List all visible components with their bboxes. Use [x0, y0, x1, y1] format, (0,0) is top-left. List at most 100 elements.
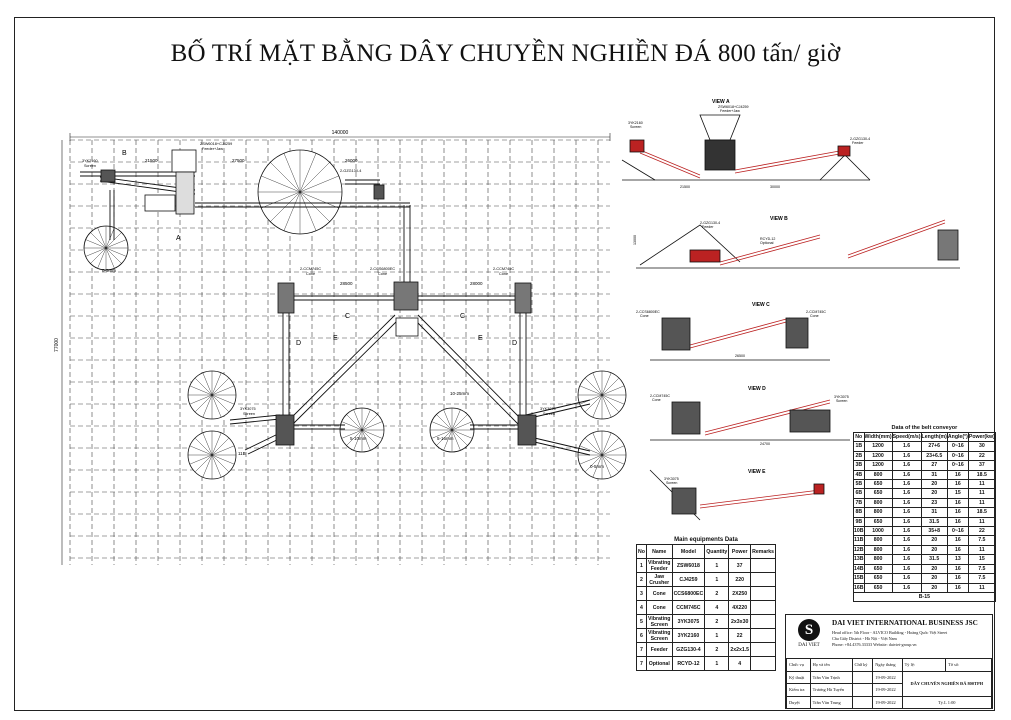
equipment-table-header: No Name Model Quantity Power Remarks	[636, 544, 776, 559]
overall-dimension-label: 140000	[332, 130, 349, 136]
height-dimension-label: 77000	[54, 338, 60, 352]
equipment-labels: 3YK2160 Screen ZSW6018+CJ4259 Feeder+Jaw…	[82, 142, 556, 416]
svg-text:28000: 28000	[470, 281, 483, 286]
svg-text:Screen: Screen	[84, 164, 96, 168]
svg-text:Feeder+Jaw: Feeder+Jaw	[720, 109, 740, 113]
svg-text:RCYD-12: RCYD-12	[760, 237, 775, 241]
svg-text:ZSW6018+CJ4259: ZSW6018+CJ4259	[718, 105, 748, 109]
svg-text:Screen: Screen	[543, 412, 555, 416]
svg-text:Screen: Screen	[836, 399, 847, 403]
svg-text:2-CCS6800EC: 2-CCS6800EC	[636, 310, 660, 314]
equipment-table: Main equipments Data No Name Model Quant…	[636, 537, 776, 671]
view-e-title: VIEW E	[748, 469, 766, 475]
approval-table: Chức vụ Họ và tên Chữ ký Ngày tháng Tỷ l…	[786, 658, 993, 709]
area-labels: A B C C D D E E	[122, 150, 517, 347]
svg-text:Optional: Optional	[760, 241, 774, 245]
svg-text:3YK3075: 3YK3075	[834, 395, 849, 399]
svg-text:E: E	[478, 335, 483, 342]
equipment-blocks	[100, 149, 537, 446]
svg-text:Screen: Screen	[243, 412, 255, 416]
company-address-2: Cầu Giấy District - Hà Nội - Việt Nam	[832, 636, 897, 641]
stockpiles	[83, 149, 627, 480]
svg-text:Feeder: Feeder	[852, 141, 864, 145]
view-titles: VIEW A VIEW B VIEW C VIEW D VIEW E	[712, 99, 788, 475]
drawing-title: BỐ TRÍ MẶT BẰNG DÂY CHUYỀN NGHIỀN ĐÁ 800…	[170, 40, 841, 67]
svg-text:11B: 11B	[238, 451, 246, 456]
svg-text:D: D	[512, 340, 517, 347]
svg-text:Cone: Cone	[306, 272, 315, 276]
view-b	[636, 219, 960, 269]
title-block-header: S DAI VIET DAI VIET INTERNATIONAL BUSINE…	[786, 615, 992, 659]
view-c	[650, 317, 830, 361]
belt-table-caption: Data of the belt conveyor	[891, 425, 958, 431]
view-labels: ZSW6018+CJ4259 Feeder+Jaw 3YK2160 Screen…	[628, 105, 870, 485]
svg-text:2-CCM745C: 2-CCM745C	[300, 267, 321, 271]
logo-mark-icon: S	[798, 619, 820, 641]
view-a-title: VIEW A	[712, 99, 730, 105]
svg-text:Feeder: Feeder	[702, 225, 714, 229]
drawing-frame	[14, 17, 995, 711]
svg-text:3YK3075: 3YK3075	[540, 407, 556, 411]
svg-text:5-10mm: 5-10mm	[350, 436, 367, 441]
company-logo: S DAI VIET	[792, 619, 826, 655]
sub-dimensions: 21500 27500 26000 28500 28000	[145, 158, 483, 286]
svg-text:5-16mm: 5-16mm	[437, 436, 454, 441]
view-c-title: VIEW C	[752, 302, 770, 308]
approval-row: Kỹ thuật Trần Văn Trịnh 19-09-2022 DÂY C…	[786, 670, 993, 697]
svg-text:Screen: Screen	[666, 481, 677, 485]
svg-text:2-CCS6800EC: 2-CCS6800EC	[370, 267, 395, 271]
svg-text:C: C	[460, 313, 465, 320]
svg-text:24700: 24700	[760, 442, 770, 446]
svg-text:E: E	[333, 335, 338, 342]
svg-text:A: A	[176, 235, 181, 242]
approval-row: Kiểm tra Trương Hà Tuyển 19-09-2022	[786, 683, 992, 697]
svg-text:21500: 21500	[145, 158, 158, 163]
view-a	[621, 114, 871, 181]
approval-header-row: Chức vụ Họ và tên Chữ ký Ngày tháng Tỷ l…	[786, 658, 992, 672]
svg-text:Cone: Cone	[378, 272, 387, 276]
title-block: S DAI VIET DAI VIET INTERNATIONAL BUSINE…	[785, 614, 993, 709]
svg-text:Cone: Cone	[499, 272, 508, 276]
svg-text:27500: 27500	[232, 158, 245, 163]
view-b-title: VIEW B	[770, 216, 788, 222]
svg-text:D: D	[296, 340, 301, 347]
svg-text:28500: 28500	[340, 281, 353, 286]
view-d-title: VIEW D	[748, 386, 766, 392]
view-e	[649, 469, 825, 521]
svg-text:ZSW6018+CJ4259: ZSW6018+CJ4259	[200, 142, 232, 146]
view-d	[650, 399, 850, 441]
drawing-scale: Tỷ.L 1:00	[901, 695, 993, 709]
svg-text:Feeder+Jaw: Feeder+Jaw	[202, 147, 223, 151]
belt-table-header: No Width(mm) Speed(m/s) Length(m) Angle(…	[853, 431, 996, 443]
svg-text:B: B	[122, 150, 127, 157]
company-contact: Phone: +84.4376.33333 Website: daiviet-g…	[832, 642, 917, 647]
svg-text:21500: 21500	[680, 185, 690, 189]
logo-caption: DAI VIET	[798, 643, 820, 648]
svg-text:26500: 26500	[735, 354, 745, 358]
svg-text:0-5mm: 0-5mm	[590, 464, 604, 469]
approval-row: Duyệt Trần Văn Trung 19-09-2022 Tỷ.L 1:0…	[786, 695, 993, 709]
svg-text:3YK3075: 3YK3075	[240, 407, 256, 411]
svg-text:C: C	[345, 313, 350, 320]
svg-text:3YK3075: 3YK3075	[664, 477, 679, 481]
svg-text:3YK2160: 3YK2160	[628, 121, 643, 125]
